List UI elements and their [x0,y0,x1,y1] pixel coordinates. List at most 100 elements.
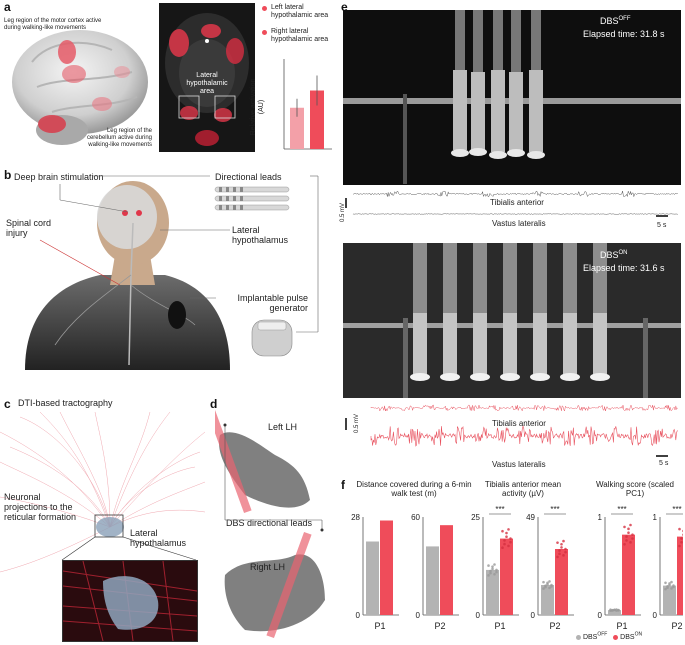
f-point-off [615,608,618,611]
f-point-off [617,609,620,612]
f-point-off [670,587,673,590]
f-bar-on [380,520,393,615]
f-point-on [562,554,565,557]
legend-right-label: Right lateral hypothalamic area [271,28,329,43]
off-state-label: DBSOFF [600,16,631,26]
f-point-off [487,574,490,577]
f-chart-2-P2: 490***P2 [526,505,574,630]
f-point-on [629,523,632,527]
f-point-on [682,533,683,536]
f-point-on [558,549,561,552]
f-bar-off [426,546,439,615]
f-significance: *** [495,505,504,514]
f-point-on [505,535,508,539]
f-participant-label: P2 [671,621,682,630]
f-point-on [680,537,683,540]
f-point-off [664,587,667,591]
panel-f-label: f [341,478,345,492]
off-time-scale: 5 s [657,222,667,229]
f-point-on [556,555,559,559]
f-point-off [550,585,553,588]
f-point-on [501,529,504,533]
f-point-on [507,544,510,548]
f-group2-title: Tibialis anterior mean activity (µV) [484,480,562,498]
legend-on-marker [613,634,619,640]
f-bar-off [541,585,554,615]
f-tick-max: 1 [653,513,658,522]
f-point-off [548,580,551,583]
f-tick-zero: 0 [531,611,536,620]
off-muscle2-label: Vastus lateralis [492,219,546,228]
panel-a-label: a [4,0,11,14]
f-point-on [629,541,632,544]
f-point-on [627,527,630,531]
on-time-scale: 5 s [659,460,669,467]
f-point-off [487,564,490,567]
f-point-off [613,608,616,612]
f-point-on [560,542,563,546]
f-point-on [678,544,681,548]
f-bar-off [486,569,499,615]
f-point-on [562,539,565,543]
legend-left-label: Left lateral hypothalamic area [271,4,329,19]
lateral-hypothalamus-b-label: Lateral hypothalamus [232,225,289,245]
f-point-on [682,529,683,533]
f-point-off [491,567,494,571]
f-point-on [558,552,561,556]
legend-right-marker [262,30,267,35]
f-point-on [556,541,559,544]
f-bar-off [366,541,379,615]
f-point-off [489,571,492,575]
f-chart-3-P2: 10***P2 [653,505,683,630]
f-point-off [672,585,675,589]
f-bar-off [663,585,676,615]
panel-d-label: d [210,397,218,411]
f-tick-zero: 0 [653,611,658,620]
directional-leads-label: Directional leads [215,172,282,182]
directional-leads-image [214,186,290,211]
f-legend: DBSOFF DBSON [576,631,642,642]
f-bar-off [608,610,621,615]
on-elapsed-time: Elapsed time: 31.6 s [583,263,665,273]
f-point-on [509,537,512,540]
on-muscle2-label: Vastus lateralis [492,460,546,469]
f-bar-on [440,525,453,615]
on-muscle1-label: Tibialis anterior [492,419,546,428]
walking-dbs-on-image [343,243,681,398]
mri-slice-image [159,3,255,152]
f-point-on [623,542,626,546]
left-lh-label: Left LH [268,422,298,432]
right-lh-label: Right LH [250,562,286,572]
f-significance: *** [617,505,626,514]
f-tick-zero: 0 [356,611,361,620]
f-point-off [664,581,667,585]
f-group3-title: Walking score (scaled PC1) [596,480,674,498]
f-point-on [625,539,628,542]
f-tick-max: 49 [526,513,535,522]
ipg-device-image [251,319,293,357]
panel-c-label: c [4,397,11,411]
cerebellum-note: Leg region of the cerebellum active duri… [86,128,152,148]
tractography-zoom-image [62,560,198,642]
f-point-off [668,583,671,587]
f-point-off [546,582,549,586]
off-muscle1-label: Tibialis anterior [490,198,544,207]
f-point-off [611,609,614,612]
f-tick-max: 25 [471,513,480,522]
f-point-off [670,580,673,584]
f-point-on [503,542,506,546]
f-point-on [505,531,508,535]
f-point-off [542,587,545,590]
dbs-label: Deep brain stimulation [14,172,104,182]
legend-off-label: DBSOFF [582,632,608,642]
f-chart-3-P1: 10***P1 [598,505,641,630]
f-point-off [548,586,551,590]
legend-off-marker [576,634,581,640]
f-point-off [489,569,492,573]
emg-on-scale: 0.5 mV [354,413,360,433]
legend-left-marker [262,6,267,11]
f-tick-max: 60 [411,513,420,522]
